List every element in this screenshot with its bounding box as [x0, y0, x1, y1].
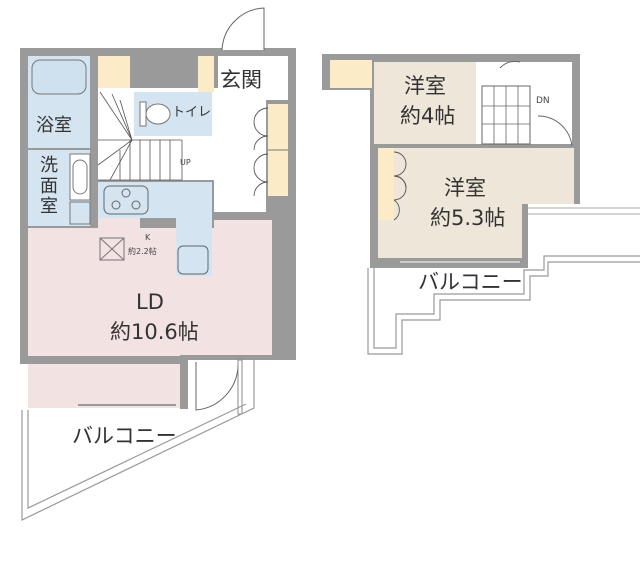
hallway [214, 100, 266, 212]
closet-2 [378, 148, 394, 220]
storage-3 [330, 60, 372, 88]
kitchen-size-label: 約2.2帖 [128, 247, 157, 256]
storage-2 [198, 56, 214, 92]
bath-label: 浴室 [36, 115, 72, 136]
washroom-label: 洗面室 [40, 155, 58, 218]
room1-area [374, 62, 476, 144]
ld-name-label: LD [136, 290, 164, 314]
room2-name-label: 洋室 [444, 176, 486, 200]
genkan-area [218, 56, 288, 100]
kitchen-name-label: K [145, 233, 151, 242]
stairs-up-label: UP [180, 158, 191, 167]
genkan-label: 玄関 [220, 68, 262, 92]
stairs-dn-label: DN [536, 96, 550, 106]
room1-name-label: 洋室 [404, 74, 446, 98]
storage-1 [98, 56, 130, 88]
balcony2-label: バルコニー [418, 270, 523, 294]
room2-size-label: 約5.3帖 [430, 206, 506, 230]
ld-size-label: 約10.6帖 [110, 320, 199, 344]
kitchen-counter [98, 182, 212, 276]
toilet-label: トイレ [172, 105, 212, 120]
room1-size-label: 約4帖 [400, 104, 456, 128]
balcony1-label: バルコニー [72, 424, 177, 448]
